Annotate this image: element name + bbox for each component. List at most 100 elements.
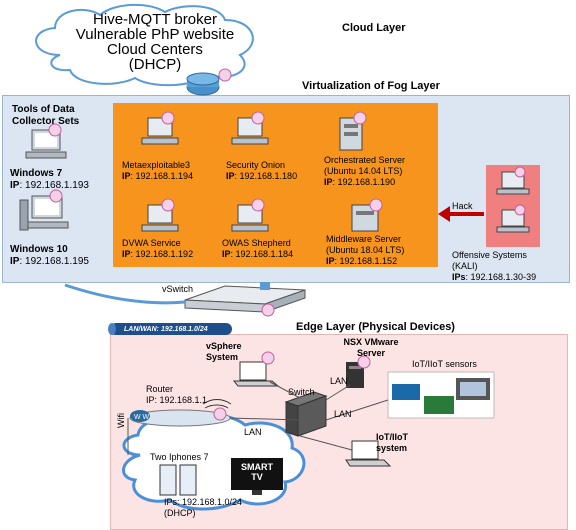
smart-tv-line-1: SMART (241, 462, 273, 472)
windows-7-ip-label: IP (10, 180, 20, 191)
vm-ip-label: IP (226, 171, 235, 181)
router-label: Router IP: 192.168.1.1 (146, 384, 207, 406)
iot-system-line-1: IoT/IIoT (376, 432, 408, 442)
lan-links (229, 381, 389, 451)
iphone-icons (159, 464, 197, 496)
vm-security-onion: Security Onion IP: 192.168.1.180 (226, 160, 297, 182)
cloud-line-3: Cloud Centers (107, 41, 203, 58)
offensive-name: Offensive Systems (452, 250, 527, 260)
vm-owas-shepherd: OWAS Shepherd IP: 192.168.1.184 (222, 238, 293, 260)
hack-arrow (438, 206, 484, 222)
svg-text:W W: W W (134, 414, 150, 421)
smart-tv-icon (231, 458, 283, 495)
windows-7-name: Windows 7 (10, 168, 63, 179)
offensive-pc-icons (496, 166, 530, 233)
nsx-line-1: NSX VMware (343, 337, 399, 347)
windows-10-name: Windows 10 (10, 244, 68, 255)
cloud-line-2: Vulnerable PhP website (75, 26, 235, 43)
edge-switch-icon (284, 391, 328, 437)
offensive-ip-label: IPs (452, 272, 466, 282)
vm-ip: : 192.168.1.184 (230, 249, 294, 259)
windows-10-ip: : 192.168.1.195 (19, 256, 89, 267)
vm-ip-label: IP (324, 177, 333, 187)
vm-dvwa-service: DVWA Service IP: 192.168.1.192 (122, 238, 193, 260)
cloud-line-1: Hive-MQTT broker (93, 11, 217, 28)
vm-ip: : 192.168.1.180 (234, 171, 298, 181)
phones-dhcp: (DHCP) (164, 508, 196, 518)
nsx-server-icon (346, 355, 371, 388)
hack-label: Hack (452, 201, 473, 211)
collector-title: Tools of Data Collector Sets (12, 104, 79, 128)
cloud-router-icon (186, 68, 232, 96)
edge-layer-label: Edge Layer (Physical Devices) (296, 321, 455, 333)
nsx-label: NSX VMware Server (336, 337, 406, 359)
vm-ip-label: IP (326, 256, 335, 266)
lan-label-1: LAN (330, 376, 348, 386)
vm-os: (Ubuntu 14.04 LTS) (324, 166, 403, 176)
fog-layer-label: Virtualization of Fog Layer (302, 80, 440, 92)
nsx-line-2: Server (356, 348, 386, 358)
vswitch-uplink-arrow (260, 282, 270, 290)
vm-ip-label: IP (122, 171, 131, 181)
vm-ip: : 192.168.1.194 (130, 171, 194, 181)
offensive-os: (KALI) (452, 261, 478, 271)
vm-ip-label: IP (122, 249, 131, 259)
vm-name: Security Onion (226, 160, 286, 170)
collector-title-line-1: Tools of Data (12, 104, 75, 115)
lan-wan-label: LAN/WAN: 192.168.1.0/24 (124, 326, 208, 333)
edge-router-icon: W W (129, 399, 232, 427)
vm-name: DVWA Service (122, 238, 181, 248)
vsphere-line-2: System (206, 352, 239, 362)
vm-metaexploitable3: Metaexploitable3 IP: 192.168.1.194 (122, 160, 193, 182)
lan-label-2: LAN (334, 409, 352, 419)
vm-os: (Ubuntu 18.04 LTS) (326, 245, 405, 255)
cloud-layer-label: Cloud Layer (342, 22, 406, 34)
iot-system-line-2: system (376, 443, 408, 453)
lan-wan-bar (108, 323, 232, 335)
windows-7-pc-icon (25, 123, 67, 159)
vm-name: Orchestrated Server (324, 155, 406, 165)
router-name: Router (146, 384, 174, 394)
vm-pc-icons (141, 111, 383, 232)
vm-middleware-server: Middleware Server (Ubuntu 18.04 LTS) IP:… (326, 234, 404, 267)
phones-title: Two Iphones 7 (150, 452, 209, 462)
vm-name: OWAS Shepherd (222, 238, 291, 248)
cloud-layer-content: Hive-MQTT broker Vulnerable PhP website … (70, 12, 240, 72)
vm-ip-label: IP (222, 249, 231, 259)
windows-10-label: Windows 10 IP: 192.168.1.195 (10, 244, 89, 268)
cloud-line-4: (DHCP) (128, 56, 182, 73)
vswitch-label: vSwitch (162, 284, 194, 294)
phones-ips: IPs: 192.168.1.0/24 (DHCP) (164, 497, 242, 519)
switch-label: Switch (288, 387, 315, 397)
router-ip: IP: 192.168.1.1 (146, 395, 208, 405)
vm-orchestrated-server: Orchestrated Server (Ubuntu 14.04 LTS) I… (324, 155, 405, 188)
iot-system-laptop-icon (345, 440, 392, 467)
vm-name: Middleware Server (326, 234, 402, 244)
iot-sensors-board (387, 371, 495, 419)
collector-link (64, 283, 186, 305)
vm-ip: : 192.168.1.192 (130, 249, 194, 259)
vswitch-icon (184, 285, 306, 317)
windows-10-ip-label: IP (10, 256, 20, 267)
windows-7-ip: : 192.168.1.193 (19, 180, 89, 191)
vm-ip: : 192.168.1.152 (334, 256, 398, 266)
offensive-systems-label: Offensive Systems (KALI) IPs: 192.168.1.… (452, 250, 536, 283)
windows-7-label: Windows 7 IP: 192.168.1.193 (10, 168, 89, 192)
vsphere-laptop-icon (232, 351, 280, 387)
vsphere-label: vSphere System (206, 341, 242, 363)
iot-system-label: IoT/IIoT system (376, 432, 408, 454)
collector-title-line-2: Collector Sets (12, 116, 80, 127)
windows-10-pc-icon (19, 189, 69, 231)
cloud-layer-shape (35, 3, 254, 87)
phones-ip-range: IPs: 192.168.1.0/24 (164, 497, 243, 507)
lan-label-3: LAN (244, 427, 262, 437)
vsphere-line-1: vSphere (206, 341, 242, 351)
offensive-ip: : 192.168.1.30-39 (465, 272, 537, 282)
vm-name: Metaexploitable3 (122, 160, 191, 170)
wifi-label: Wifi (116, 413, 126, 428)
smart-tv-label: SMART TV (231, 462, 283, 482)
smart-tv-line-2: TV (251, 472, 263, 482)
iot-sensors-label: IoT/IIoT sensors (412, 359, 477, 369)
vm-ip: : 192.168.1.190 (332, 177, 396, 187)
